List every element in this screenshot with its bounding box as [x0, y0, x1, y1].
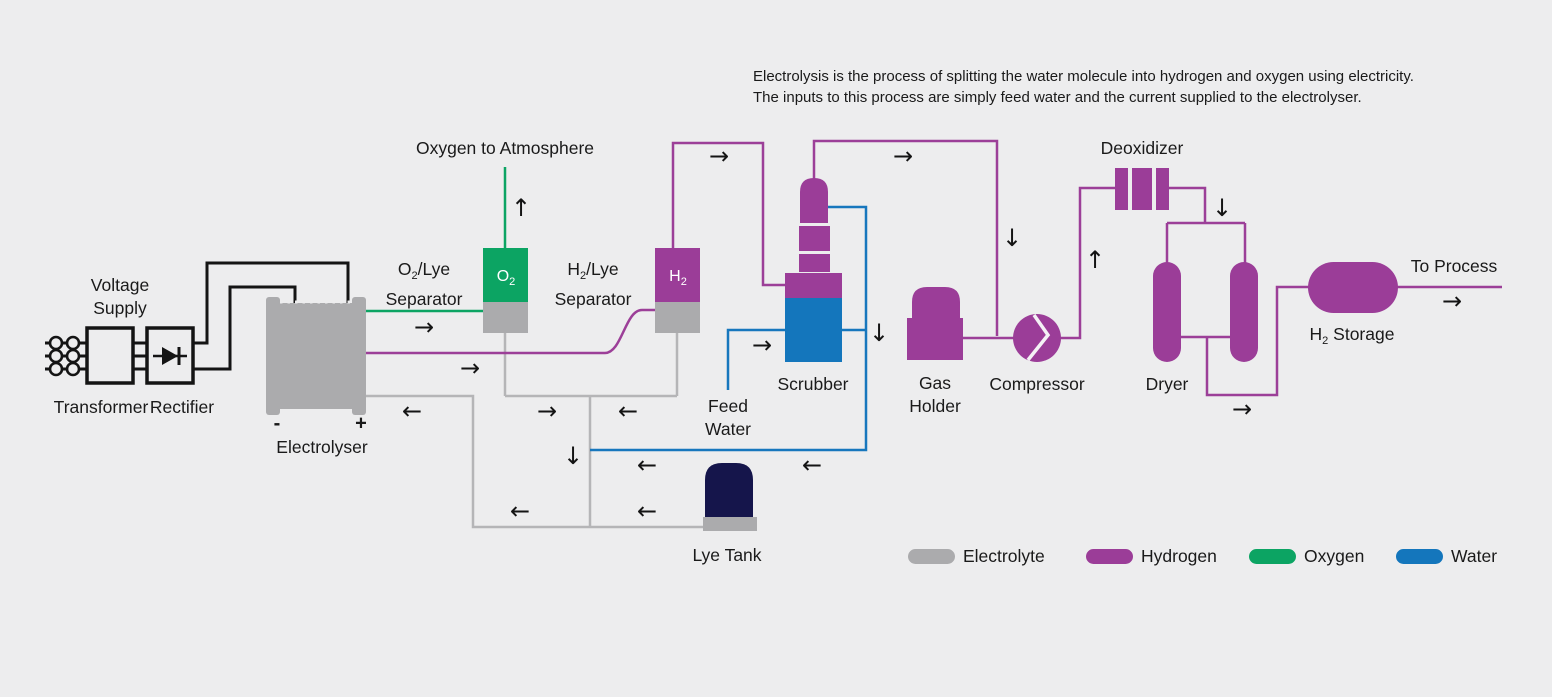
- legend-label: Electrolyte: [963, 545, 1045, 566]
- hydrogen-swatch-icon: [1086, 548, 1133, 564]
- h2-vessel-text: H2: [669, 268, 687, 288]
- voltage-supply-label: Voltage Supply: [90, 275, 150, 318]
- legend-label: Hydrogen: [1141, 545, 1217, 566]
- flow-arrow-left-icon: ←: [401, 397, 423, 425]
- compressor-vessel: [1013, 313, 1061, 362]
- gas-holder-label: Gas Holder: [909, 373, 961, 416]
- flow-arrow-left-icon: ←: [801, 451, 823, 479]
- flow-arrow-down-icon: ↓: [868, 319, 890, 347]
- scrubber-label: Scrubber: [777, 374, 849, 394]
- electrolyte-swatch-icon: [908, 548, 955, 564]
- flow-arrow-right-icon: →: [1231, 395, 1253, 423]
- legend-item-oxygen: Oxygen: [1249, 545, 1365, 566]
- legend-item-electrolyte: Electrolyte: [908, 545, 1045, 566]
- electrolyte-pipes: [363, 333, 755, 529]
- flow-arrow-left-icon: ←: [509, 497, 531, 525]
- electrolyser-vessel: [266, 297, 366, 415]
- flow-arrow-down-icon: ↓: [562, 442, 584, 470]
- o2-vessel-text: O2: [496, 268, 516, 288]
- o2-separator-vessel: [483, 248, 528, 333]
- electrolyser-label: Electrolyser: [276, 437, 368, 457]
- deoxidizer-vessel: [1115, 168, 1169, 210]
- h2-storage-vessel: [1308, 262, 1398, 313]
- transformer-winding-icon: [48, 335, 81, 377]
- deoxidizer-label: Deoxidizer: [1100, 138, 1184, 158]
- flow-arrow-left-icon: ←: [636, 497, 658, 525]
- h2-storage-label: H2 Storage: [1309, 324, 1395, 347]
- water-pipes: [590, 205, 868, 452]
- flow-arrow-up-icon: ↑: [510, 194, 532, 222]
- description-line-1: Electrolysis is the process of splitting…: [753, 68, 1414, 85]
- flow-arrow-down-icon: ↓: [1001, 224, 1023, 252]
- flow-arrow-up-icon: ↑: [1084, 246, 1106, 274]
- legend-item-hydrogen: Hydrogen: [1086, 545, 1217, 566]
- lye-tank-label: Lye Tank: [692, 545, 762, 565]
- electrode-plus-label: +: [355, 412, 367, 435]
- lye-tank-vessel: [703, 463, 757, 531]
- legend-item-water: Water: [1396, 545, 1498, 566]
- transformer-box: [85, 326, 135, 385]
- oxygen-to-atmosphere-label: Oxygen to Atmosphere: [415, 138, 595, 158]
- h2-separator-vessel: [655, 248, 700, 333]
- flow-arrow-right-icon: →: [708, 142, 730, 170]
- flow-arrow-left-icon: ←: [617, 397, 639, 425]
- legend-label: Oxygen: [1304, 545, 1365, 566]
- description-line-2: The inputs to this process are simply fe…: [753, 89, 1362, 106]
- dryer-label: Dryer: [1145, 374, 1189, 394]
- flow-arrow-right-icon: →: [751, 331, 773, 359]
- flow-arrow-right-icon: →: [536, 397, 558, 425]
- flow-arrow-down-icon: ↓: [1211, 194, 1233, 222]
- flow-arrow-left-icon: ←: [636, 451, 658, 479]
- to-process-label: To Process: [1410, 256, 1498, 276]
- feed-water-label: Feed Water: [704, 396, 752, 439]
- o2-lye-separator-label: O2/Lye Separator: [385, 259, 463, 309]
- h2-lye-separator-label: H2/Lye Separator: [554, 259, 632, 309]
- flow-arrow-right-icon: →: [413, 313, 435, 341]
- description-text: Electrolysis is the process of splitting…: [753, 66, 1414, 108]
- flow-arrow-right-icon: →: [459, 354, 481, 382]
- flow-arrow-right-icon: →: [1441, 287, 1463, 315]
- dryer-vessel: [1153, 262, 1258, 362]
- oxygen-swatch-icon: [1249, 548, 1296, 564]
- rectifier-label: Rectifier: [149, 397, 215, 417]
- compressor-label: Compressor: [989, 374, 1085, 394]
- water-swatch-icon: [1396, 548, 1443, 564]
- rectifier-box: [145, 326, 195, 385]
- oxygen-pipes: [363, 167, 507, 313]
- flow-arrow-right-icon: →: [892, 142, 914, 170]
- legend-label: Water: [1451, 545, 1498, 566]
- scrubber-vessel: [785, 178, 842, 362]
- diode-icon: [153, 347, 187, 365]
- gas-holder-vessel: [907, 287, 963, 360]
- transformer-label: Transformer: [53, 397, 149, 417]
- hydrogen-pipes: [363, 139, 1502, 397]
- electrode-minus-label: -: [273, 412, 281, 435]
